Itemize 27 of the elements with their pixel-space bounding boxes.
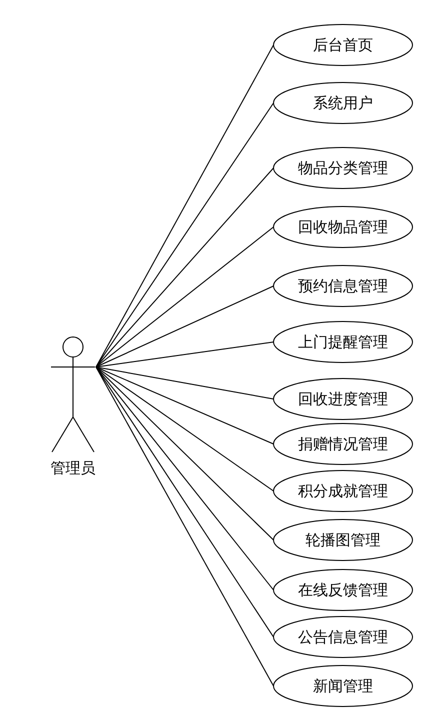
use-case-ellipse: 上门提醒管理 <box>273 321 413 363</box>
association-line <box>96 366 274 686</box>
actor-label: 管理员 <box>50 459 96 478</box>
association-line <box>96 366 274 400</box>
association-line <box>96 168 274 368</box>
use-case-ellipse: 后台首页 <box>273 24 413 66</box>
use-case-ellipse: 物品分类管理 <box>273 147 413 189</box>
use-case-ellipse: 回收进度管理 <box>273 378 413 420</box>
association-line <box>96 226 274 368</box>
use-case-ellipse: 在线反馈管理 <box>273 569 413 611</box>
association-line <box>96 102 274 368</box>
association-line <box>96 366 274 444</box>
association-line <box>96 342 274 368</box>
association-line <box>96 366 274 492</box>
use-case-ellipse: 轮播图管理 <box>273 519 413 561</box>
association-line <box>96 366 274 638</box>
association-line <box>96 286 274 368</box>
association-line <box>96 366 274 540</box>
use-case-ellipse: 回收物品管理 <box>273 206 413 248</box>
association-line <box>96 44 274 368</box>
use-case-ellipse: 系统用户 <box>273 82 413 124</box>
association-line <box>96 366 274 590</box>
use-case-ellipse: 预约信息管理 <box>273 265 413 307</box>
use-case-ellipse: 积分成就管理 <box>273 470 413 512</box>
use-case-ellipse: 捐赠情况管理 <box>273 423 413 465</box>
use-case-ellipse: 公告信息管理 <box>273 616 413 658</box>
use-case-ellipse: 新闻管理 <box>273 665 413 707</box>
